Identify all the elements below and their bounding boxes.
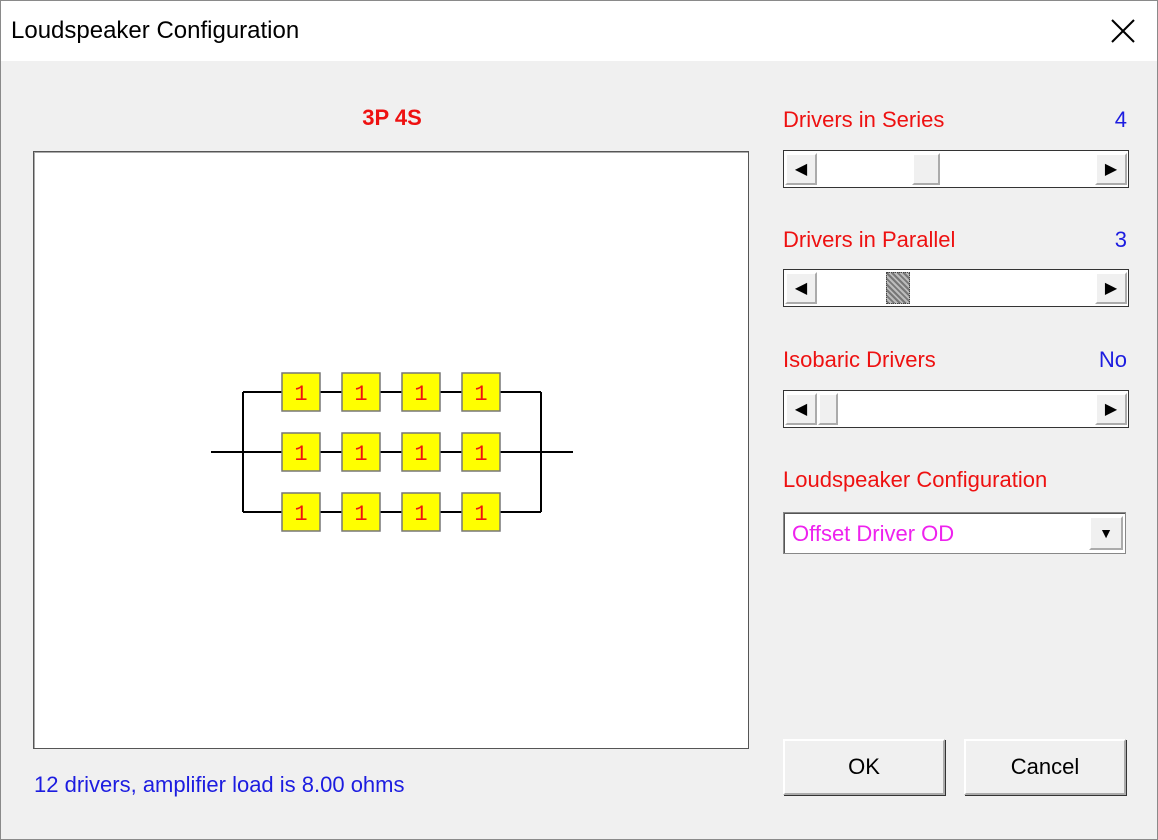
series-label: Drivers in Series <box>783 107 945 132</box>
series-scrollbar[interactable]: ◀ ▶ <box>783 150 1129 188</box>
window-title: Loudspeaker Configuration <box>11 17 300 44</box>
dropdown-button[interactable]: ▼ <box>1089 516 1123 550</box>
isobaric-value: No <box>1098 347 1127 372</box>
scroll-thumb[interactable] <box>886 272 910 304</box>
series-value: 4 <box>1114 107 1127 132</box>
parallel-label: Drivers in Parallel <box>783 227 956 252</box>
driver-label: 1 <box>474 502 487 527</box>
driver-label: 1 <box>354 382 367 407</box>
scroll-left-button[interactable]: ◀ <box>785 272 817 304</box>
driver-label: 1 <box>354 502 367 527</box>
driver-box <box>401 432 441 472</box>
scroll-left-button[interactable]: ◀ <box>785 153 817 185</box>
cancel-button[interactable]: Cancel <box>964 739 1126 795</box>
driver-box <box>461 432 501 472</box>
driver-box <box>341 372 381 412</box>
close-button[interactable] <box>1089 1 1157 61</box>
triangle-right-icon: ▶ <box>1104 401 1118 418</box>
driver-label: 1 <box>414 382 427 407</box>
driver-box <box>401 372 441 412</box>
driver-box <box>281 492 321 532</box>
driver-label: 1 <box>474 382 487 407</box>
parallel-scrollbar[interactable]: ◀ ▶ <box>783 269 1129 307</box>
driver-label: 1 <box>294 502 307 527</box>
isobaric-label: Isobaric Drivers <box>783 347 936 372</box>
triangle-left-icon: ◀ <box>794 280 808 297</box>
config-label: Loudspeaker Configuration <box>783 467 1048 492</box>
config-dropdown[interactable]: Offset Driver OD ▼ <box>783 512 1126 554</box>
scroll-right-button[interactable]: ▶ <box>1095 153 1127 185</box>
driver-box <box>401 492 441 532</box>
wiring-diagram-canvas: 1 1 1 1 1 1 1 1 1 1 1 1 <box>211 372 573 532</box>
driver-label: 1 <box>294 442 307 467</box>
driver-label: 1 <box>414 502 427 527</box>
triangle-left-icon: ◀ <box>794 401 808 418</box>
driver-box <box>461 492 501 532</box>
driver-box <box>281 432 321 472</box>
config-dropdown-value: Offset Driver OD <box>792 521 955 546</box>
status-text: 12 drivers, amplifier load is 8.00 ohms <box>34 772 405 797</box>
driver-box <box>341 492 381 532</box>
driver-box <box>461 372 501 412</box>
driver-label: 1 <box>414 442 427 467</box>
scroll-right-button[interactable]: ▶ <box>1095 272 1127 304</box>
driver-label: 1 <box>354 442 367 467</box>
title-bar: Loudspeaker Configuration <box>1 1 1157 61</box>
triangle-right-icon: ▶ <box>1104 161 1118 178</box>
configuration-title: 3P 4S <box>362 105 422 130</box>
chevron-down-icon: ▼ <box>1099 525 1113 541</box>
triangle-right-icon: ▶ <box>1104 280 1118 297</box>
scroll-thumb[interactable] <box>912 153 940 185</box>
driver-box <box>281 372 321 412</box>
isobaric-scrollbar[interactable]: ◀ ▶ <box>783 390 1129 428</box>
ok-button[interactable]: OK <box>783 739 945 795</box>
wiring-diagram: 1 1 1 1 1 1 1 1 1 1 1 1 <box>33 151 749 749</box>
scroll-thumb[interactable] <box>818 393 838 425</box>
driver-label: 1 <box>474 442 487 467</box>
parallel-value: 3 <box>1114 227 1127 252</box>
scroll-left-button[interactable]: ◀ <box>785 393 817 425</box>
close-icon <box>1111 19 1135 43</box>
driver-label: 1 <box>294 382 307 407</box>
scroll-right-button[interactable]: ▶ <box>1095 393 1127 425</box>
triangle-left-icon: ◀ <box>794 161 808 178</box>
driver-box <box>341 432 381 472</box>
